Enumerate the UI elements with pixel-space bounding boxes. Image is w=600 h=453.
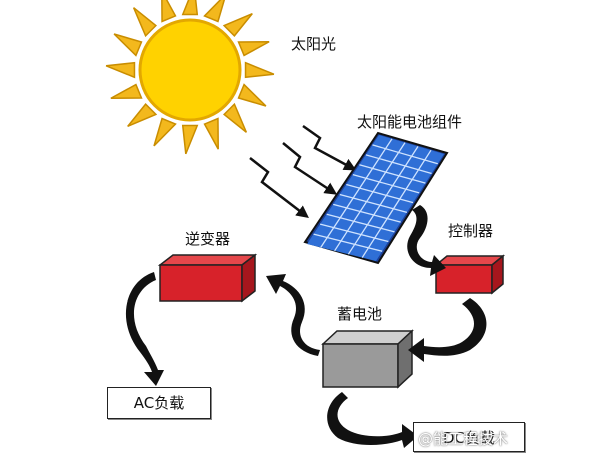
controller-label: 控制器 [448, 222, 494, 240]
sun-ray [237, 83, 267, 107]
sun-ray [110, 83, 143, 99]
sun-ray [161, 0, 177, 23]
sun-ray [222, 12, 253, 37]
panel-grid-line [313, 233, 383, 252]
sun-ray [105, 61, 136, 79]
ac-load-label: AC负载 [133, 394, 185, 412]
panel-grid-line [352, 174, 420, 194]
dc-load-box: DC负载 [413, 422, 525, 452]
inverter-box [157, 253, 258, 303]
inverter-label: 逆变器 [185, 230, 231, 248]
arrow-inverter-to-ac-load [125, 272, 164, 386]
panel-grid-line [361, 149, 432, 258]
ac-load-box: AC负载 [107, 387, 211, 419]
sun-ray [223, 102, 248, 133]
dc-load-label: DC负载 [442, 429, 496, 447]
solar-panel [303, 131, 449, 265]
battery-box [321, 329, 414, 389]
panel-grid-line [372, 144, 438, 165]
sunlight-rays [249, 124, 357, 219]
panel-grid-line [320, 138, 393, 248]
sun-ray [132, 7, 157, 38]
panel-grid-line [319, 223, 389, 243]
watermark: @能工程技术 [418, 430, 509, 448]
panel-grid-line [347, 146, 419, 255]
controller-box [433, 254, 506, 295]
panel-grid-line [333, 203, 401, 223]
arrow-controller-to-battery [408, 298, 487, 362]
sun-ray [153, 117, 177, 147]
panel-grid-line [365, 154, 432, 175]
panel-grid-line [334, 142, 406, 252]
sun-ray [244, 61, 275, 79]
panel-label: 太阳能电池组件 [357, 113, 463, 131]
sun-ray [113, 33, 143, 57]
panel-grid-line [339, 193, 408, 213]
arrow-battery-to-inverter [266, 274, 320, 356]
sun-ray [181, 0, 199, 16]
panel-grid-line [346, 183, 414, 204]
sun-ray [127, 103, 158, 128]
sun-icon [105, 0, 275, 155]
arrow-battery-to-dc-load [327, 392, 418, 448]
sun-ray [237, 41, 270, 57]
sun-ray [203, 0, 226, 23]
sun-label: 太阳光 [291, 35, 337, 53]
panel-grid-line [359, 164, 426, 184]
sun-ray [203, 117, 219, 150]
arrow-panel-to-controller [407, 205, 446, 276]
sun-ray [181, 124, 199, 155]
battery-label: 蓄电池 [337, 305, 383, 323]
panel-grid-line [326, 213, 395, 233]
